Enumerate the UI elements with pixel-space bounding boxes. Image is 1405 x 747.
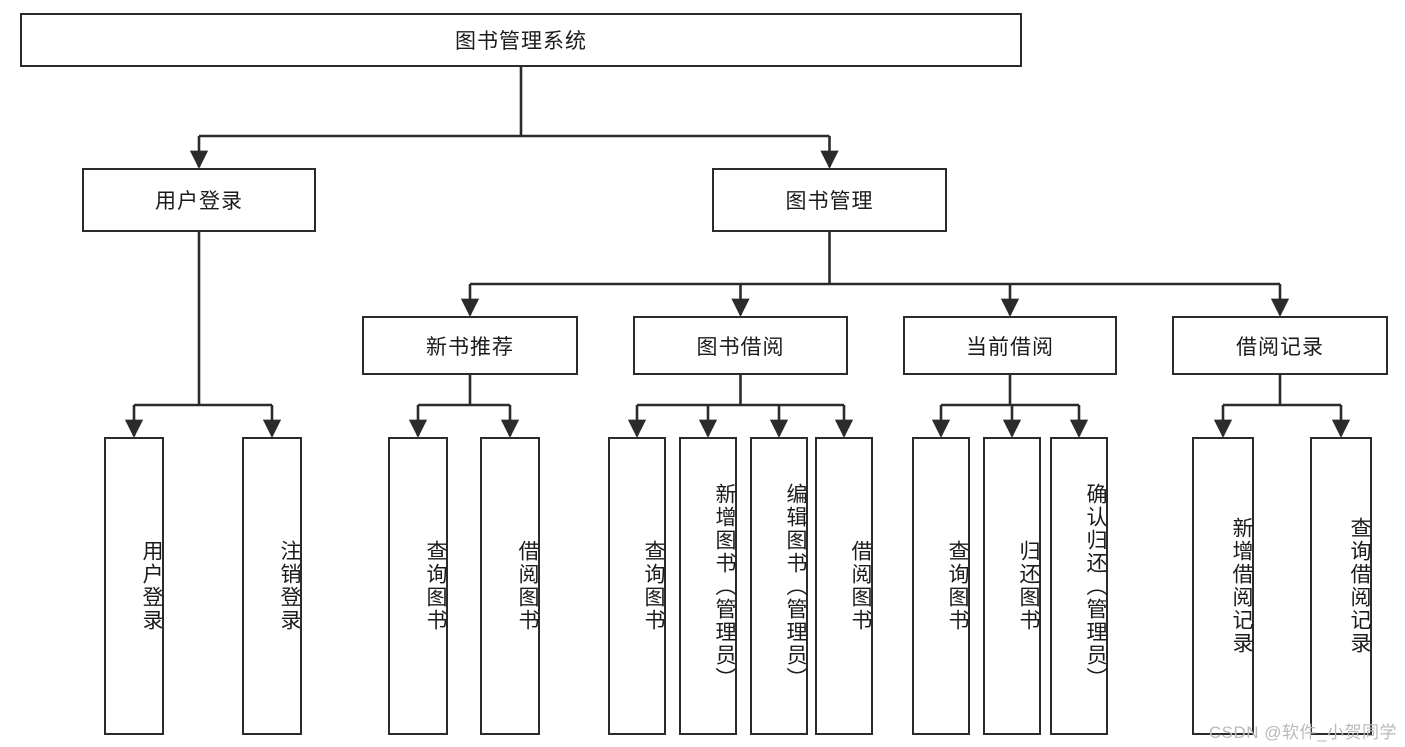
node-leaf-new-2: 借阅图书 bbox=[480, 437, 540, 735]
node-borrow: 图书借阅 bbox=[633, 316, 848, 375]
node-label: 借阅记录 bbox=[1236, 335, 1324, 359]
node-records: 借阅记录 bbox=[1172, 316, 1388, 375]
node-label: 图书管理系统 bbox=[455, 30, 587, 53]
node-leaf-cur-3: 确认归还（管理员） bbox=[1050, 437, 1108, 735]
node-label: 当前借阅 bbox=[966, 335, 1054, 359]
node-label: 注销登录 bbox=[278, 540, 301, 632]
node-leaf-login-2: 注销登录 bbox=[242, 437, 302, 735]
node-leaf-new-1: 查询图书 bbox=[388, 437, 448, 735]
node-leaf-rec-1: 新增借阅记录 bbox=[1192, 437, 1254, 735]
node-label: 编辑图书（管理员） bbox=[784, 482, 807, 690]
node-label: 新增借阅记录 bbox=[1230, 517, 1253, 655]
node-label: 新增图书（管理员） bbox=[713, 482, 736, 690]
node-label: 用户登录 bbox=[155, 190, 243, 213]
node-leaf-cur-2: 归还图书 bbox=[983, 437, 1041, 735]
node-label: 归还图书 bbox=[1017, 540, 1040, 632]
node-leaf-login-1: 用户登录 bbox=[104, 437, 164, 735]
node-leaf-borrow-2: 新增图书（管理员） bbox=[679, 437, 737, 735]
node-label: 新书推荐 bbox=[426, 335, 514, 359]
node-label: 借阅图书 bbox=[849, 540, 872, 632]
node-leaf-borrow-3: 编辑图书（管理员） bbox=[750, 437, 808, 735]
node-label: 图书管理 bbox=[785, 190, 874, 213]
node-label: 查询图书 bbox=[424, 540, 447, 632]
node-bookmgr: 图书管理 bbox=[712, 168, 947, 232]
node-label: 确认归还（管理员） bbox=[1084, 482, 1107, 690]
node-label: 查询图书 bbox=[946, 540, 969, 632]
node-label: 用户登录 bbox=[140, 540, 163, 632]
node-leaf-rec-2: 查询借阅记录 bbox=[1310, 437, 1372, 735]
node-label: 查询图书 bbox=[642, 540, 665, 632]
watermark-text: CSDN @软件_小贺同学 bbox=[1208, 723, 1397, 742]
node-leaf-cur-1: 查询图书 bbox=[912, 437, 970, 735]
node-newbook: 新书推荐 bbox=[362, 316, 578, 375]
node-label: 查询借阅记录 bbox=[1348, 517, 1371, 655]
node-leaf-borrow-1: 查询图书 bbox=[608, 437, 666, 735]
node-root: 图书管理系统 bbox=[20, 13, 1022, 67]
node-login: 用户登录 bbox=[82, 168, 316, 232]
node-leaf-borrow-4: 借阅图书 bbox=[815, 437, 873, 735]
node-label: 借阅图书 bbox=[516, 540, 539, 632]
node-label: 图书借阅 bbox=[696, 335, 785, 359]
node-current: 当前借阅 bbox=[903, 316, 1117, 375]
